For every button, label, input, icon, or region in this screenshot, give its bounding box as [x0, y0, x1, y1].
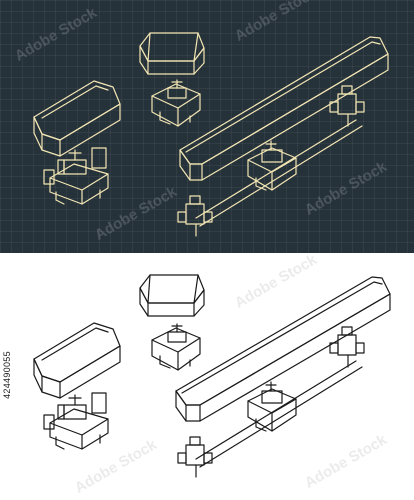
- spacebar-keycap: [179, 36, 389, 181]
- small-keycap: [139, 274, 205, 317]
- small-keycap: [139, 32, 205, 75]
- spacebar-stabilizer: [177, 326, 365, 478]
- wide-keycap: [33, 322, 121, 399]
- switch-top: [151, 323, 201, 371]
- switch-with-stabilizer-left: [43, 392, 109, 450]
- switch-top: [151, 79, 201, 127]
- stock-id-text: 424490055: [2, 351, 12, 399]
- stock-id-label: 424490055: [0, 300, 14, 450]
- light-lineart-panel: Adobe Stock Adobe Stock Adobe Stock: [0, 253, 414, 500]
- dark-illustration: [33, 32, 389, 237]
- dark-blueprint-panel: Adobe Stock Adobe Stock Adobe Stock Adob…: [0, 0, 414, 253]
- spacebar-stabilizer: [177, 85, 365, 237]
- spacebar-keycap: [175, 276, 391, 422]
- wide-keycap: [33, 80, 121, 157]
- switch-with-stabilizer-left: [43, 147, 109, 205]
- switch-spacebar: [247, 381, 297, 432]
- light-illustration: [33, 274, 391, 478]
